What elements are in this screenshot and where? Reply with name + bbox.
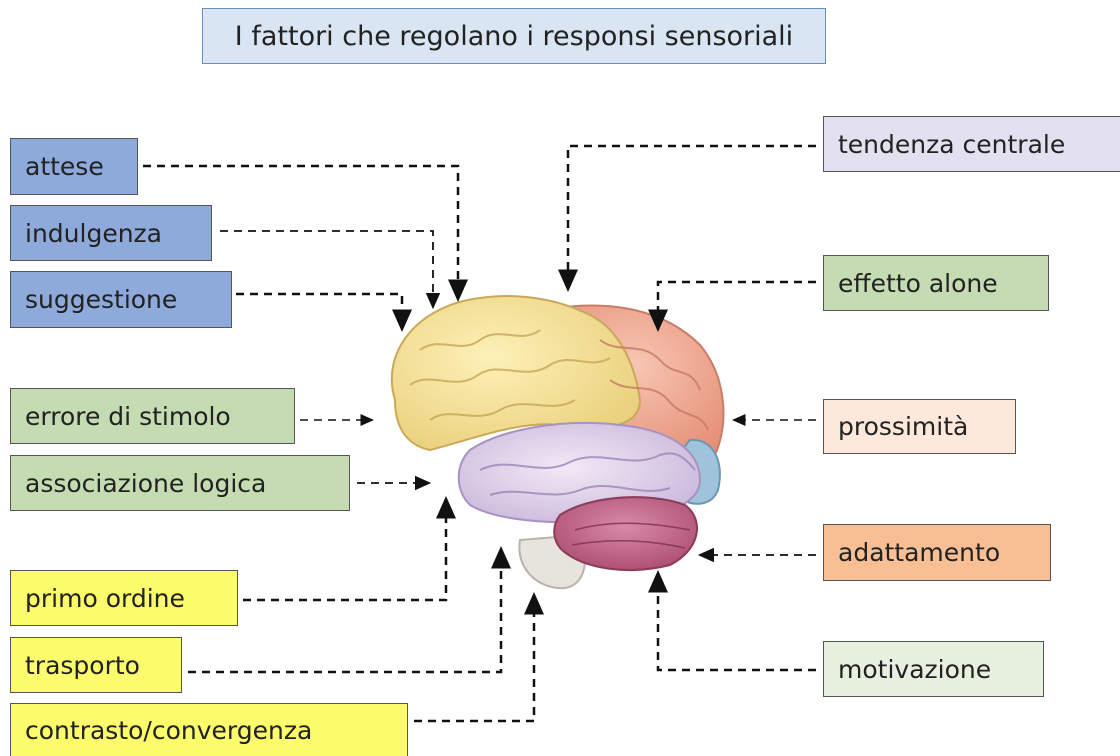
factor-box-indulgenza: indulgenza [10,205,212,261]
factor-label-contrasto-convergenza: contrasto/convergenza [25,716,312,745]
factor-label-motivazione: motivazione [838,655,991,684]
connector-suggestione [236,294,402,322]
factor-label-associazione-logica: associazione logica [25,469,266,498]
factor-label-tendenza-centrale: tendenza centrale [838,130,1065,159]
connector-contrasto-convergenza [414,602,534,721]
factor-label-trasporto: trasporto [25,651,140,680]
factor-box-prossimita: prossimità [823,399,1016,454]
factor-box-trasporto: trasporto [10,637,182,693]
factor-label-effetto-alone: effetto alone [838,269,998,298]
factor-box-contrasto-convergenza: contrasto/convergenza [10,703,408,756]
factor-label-suggestione: suggestione [25,285,177,314]
factor-box-suggestione: suggestione [10,271,232,328]
factor-box-effetto-alone: effetto alone [823,255,1049,311]
factor-label-errore-di-stimolo: errore di stimolo [25,402,231,431]
factor-box-tendenza-centrale: tendenza centrale [823,116,1120,172]
factor-box-adattamento: adattamento [823,524,1051,581]
factor-box-errore-di-stimolo: errore di stimolo [10,388,295,444]
factor-label-prossimita: prossimità [838,412,968,441]
factor-box-attese: attese [10,138,138,195]
factor-box-primo-ordine: primo ordine [10,570,238,626]
factor-label-attese: attese [25,152,104,181]
connector-primo-ordine [243,506,446,600]
connector-effetto-alone [658,282,816,322]
connector-tendenza-centrale [568,146,816,282]
factor-box-motivazione: motivazione [823,641,1044,697]
factor-label-indulgenza: indulgenza [25,219,162,248]
factor-label-adattamento: adattamento [838,538,1000,567]
connector-motivazione [658,580,816,670]
connector-indulgenza [220,231,433,302]
factor-box-associazione-logica: associazione logica [10,455,350,511]
factor-label-primo-ordine: primo ordine [25,584,185,613]
